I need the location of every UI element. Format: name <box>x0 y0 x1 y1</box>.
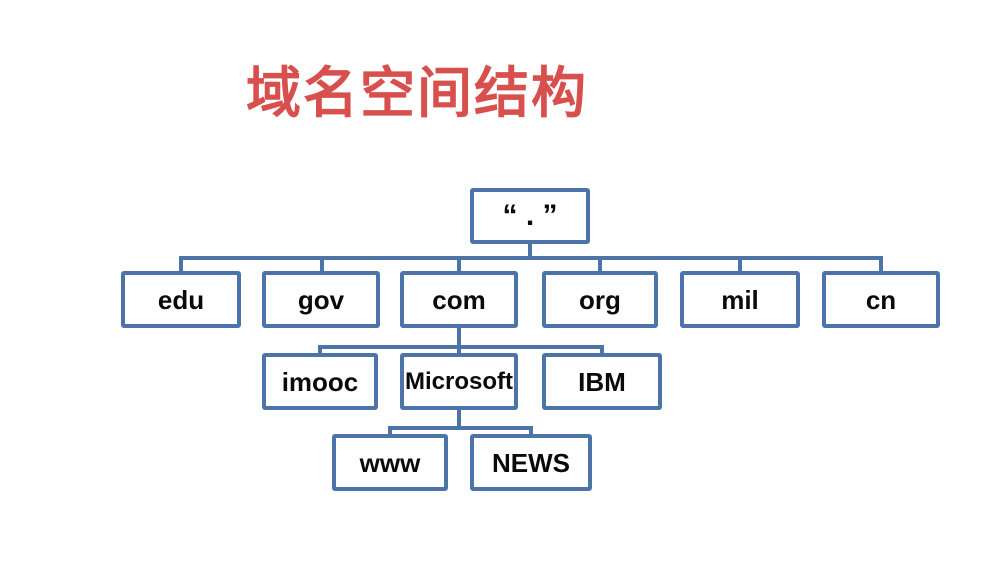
node-imooc: imooc <box>262 353 378 410</box>
node-root: “ . ” <box>470 188 590 244</box>
node-cn: cn <box>822 271 940 328</box>
node-ibm: IBM <box>542 353 662 410</box>
node-label-edu: edu <box>157 284 205 315</box>
node-label-org: org <box>579 284 621 315</box>
node-label-news: NEWS <box>492 447 570 478</box>
node-label-microsoft: Microsoft <box>405 367 513 395</box>
node-org: org <box>542 271 658 328</box>
page-title: 域名空间结构 <box>246 62 589 124</box>
node-microsoft: Microsoft <box>400 353 518 410</box>
node-gov: gov <box>262 271 380 328</box>
node-label-www: www <box>359 447 421 478</box>
node-news: NEWS <box>470 434 592 491</box>
node-com: com <box>400 271 518 328</box>
node-label-cn: cn <box>865 284 897 315</box>
node-label-mil: mil <box>721 284 759 315</box>
node-label-imooc: imooc <box>281 366 359 397</box>
node-mil: mil <box>680 271 800 328</box>
node-www: www <box>332 434 448 491</box>
node-label-gov: gov <box>297 284 345 315</box>
node-label-ibm: IBM <box>578 366 626 397</box>
node-label-root: “ . ” <box>502 199 558 232</box>
node-label-com: com <box>432 284 486 315</box>
node-edu: edu <box>121 271 241 328</box>
